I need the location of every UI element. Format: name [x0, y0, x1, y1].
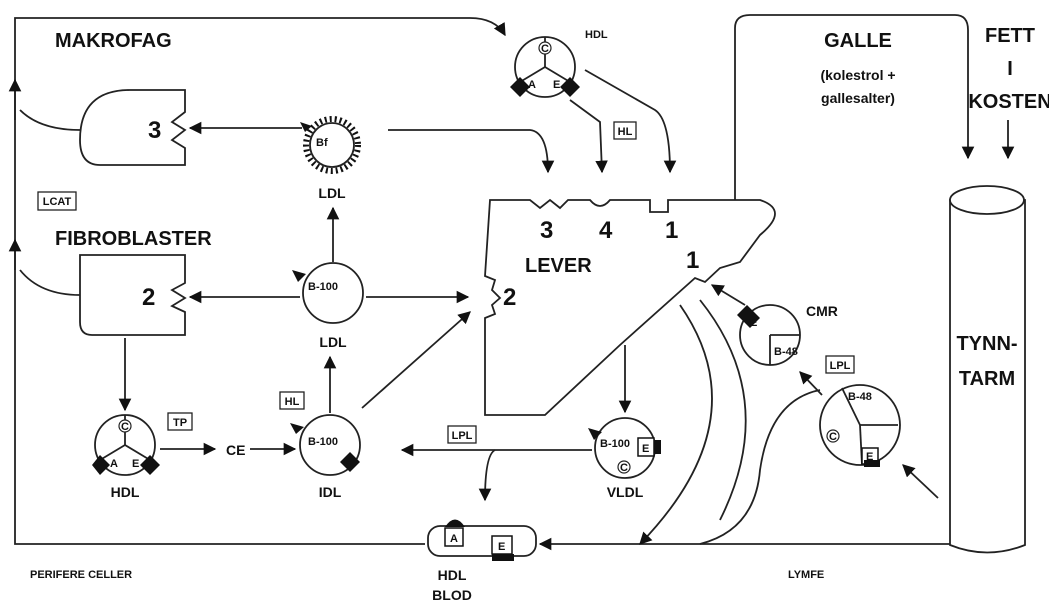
tynntarm-top	[950, 186, 1024, 214]
hdl-blod-a: A	[450, 533, 458, 545]
cmr-e: E	[750, 317, 757, 329]
arrow-cmr-to-lever	[712, 285, 745, 305]
cmr-label: CMR	[806, 303, 838, 319]
blod-label: BLOD	[432, 587, 472, 603]
hdl-left-e: E	[132, 458, 139, 470]
vldl-inner: B-100	[600, 438, 630, 450]
galle-sub2: gallesalter)	[821, 90, 895, 106]
lever-label: LEVER	[525, 255, 592, 277]
hdl-left-a: A	[110, 458, 118, 470]
idl-label: IDL	[319, 484, 342, 500]
hdl-blod-e: E	[498, 541, 505, 553]
ldl-top-inner: Bf	[316, 137, 328, 149]
chylo-to-lymfe-curve	[700, 390, 820, 544]
ldl-mid-inner: B-100	[308, 281, 338, 293]
ldl-mid-particle	[303, 263, 363, 323]
hdl-top-a: A	[528, 79, 536, 91]
hl-mid-label: HL	[285, 396, 300, 408]
idl-inner: B-100	[308, 436, 338, 448]
ldl-mid-label: LDL	[319, 334, 347, 350]
ldl-mid-apo-marker	[292, 270, 306, 282]
chylo-e: E	[866, 451, 873, 463]
hdl-left-c: C	[121, 421, 129, 433]
lever-number-2: 2	[503, 284, 516, 311]
makrofag-connector	[20, 110, 80, 130]
vldl-c: C	[620, 462, 628, 474]
ce-label: CE	[226, 442, 245, 458]
hdl-blod-particle	[428, 526, 536, 556]
makrofag-label: MAKROFAG	[55, 30, 172, 52]
lpl-left-label: LPL	[452, 430, 473, 442]
vldl-e-marker	[654, 440, 661, 454]
ldl-top-label: LDL	[318, 185, 346, 201]
chylo-inner: B-48	[848, 391, 872, 403]
makrofag-receptor-number: 3	[148, 117, 161, 144]
vldl-e: E	[642, 443, 649, 455]
hdl-top-c: C	[541, 43, 549, 55]
lever-number-1a: 1	[665, 217, 678, 244]
galle-sub1: (kolestrol +	[820, 67, 895, 83]
tp-label: TP	[173, 417, 187, 429]
arrow-idl-to-lever	[362, 312, 470, 408]
lever-to-lymfe-curve-2	[700, 300, 746, 520]
vldl-label: VLDL	[607, 484, 644, 500]
tynn-label: TYNN-	[956, 333, 1017, 355]
lever-organ	[485, 200, 775, 415]
lever-to-lymfe-curve-1	[640, 305, 712, 544]
fibro-connector	[20, 270, 80, 295]
tarm-label: TARM	[959, 368, 1015, 390]
hdl-blod-label: HDL	[438, 567, 467, 583]
fibroblaster-label: FIBROBLASTER	[55, 228, 212, 250]
lcat-label: LCAT	[43, 196, 72, 208]
fibroblaster-receptor-number: 2	[142, 284, 155, 311]
fett-i-label: I	[1007, 58, 1013, 80]
lpl-right-label: LPL	[830, 360, 851, 372]
lever-number-4: 4	[599, 217, 613, 244]
fibroblaster-cell	[80, 255, 185, 335]
idl-e: E	[344, 456, 351, 468]
fett-label: FETT	[985, 25, 1035, 47]
lever-number-1b: 1	[686, 247, 699, 274]
makrofag-cell	[80, 90, 185, 165]
lever-number-3: 3	[540, 217, 553, 244]
arrow-tarm-to-chylo	[903, 465, 938, 498]
arrow-hdltop-to-lever4	[570, 100, 602, 172]
cmr-inner: B-48	[774, 346, 798, 358]
lymfe-label: LYMFE	[788, 569, 824, 581]
hdl-left-label: HDL	[111, 484, 140, 500]
hdl-top-label: HDL	[585, 29, 608, 41]
kosten-label: KOSTEN	[968, 91, 1049, 113]
arrow-ldltop-to-lever	[388, 130, 548, 172]
hl-top-label: HL	[618, 126, 633, 138]
hdl-blod-a-marker	[445, 520, 465, 528]
hdl-blod-e-marker	[492, 554, 514, 561]
galle-label: GALLE	[824, 30, 892, 52]
chylo-c: C	[829, 431, 837, 443]
perifere-celler-label: PERIFERE CELLER	[30, 569, 132, 581]
hdl-top-e: E	[553, 79, 560, 91]
arrow-vldl-branch-to-blod	[485, 450, 495, 500]
